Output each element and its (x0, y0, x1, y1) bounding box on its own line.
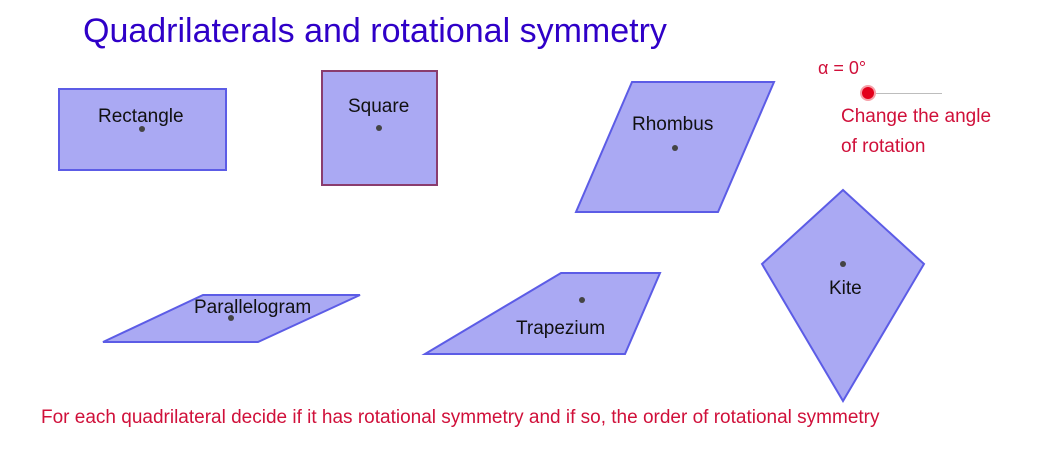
rotation-slider-handle[interactable] (862, 87, 874, 99)
rotation-angle-label: α = 0° (818, 58, 867, 78)
trapezium-center-point (579, 297, 585, 303)
rotation-instruction-line-2: of rotation (841, 136, 926, 157)
square-label: Square (348, 96, 410, 117)
square-center-point (376, 125, 382, 131)
trapezium-label: Trapezium (516, 318, 606, 339)
task-instruction: For each quadrilateral decide if it has … (41, 407, 880, 428)
rhombus-label: Rhombus (632, 114, 714, 135)
kite-label: Kite (829, 278, 862, 299)
parallelogram-label: Parallelogram (194, 297, 312, 318)
rotation-instruction: Change the angle of rotation (841, 102, 991, 162)
rectangle-center-point (139, 126, 145, 132)
page-title: Quadrilaterals and rotational symmetry (83, 12, 667, 50)
rectangle-label: Rectangle (98, 106, 184, 127)
parallelogram-center-point (228, 315, 234, 321)
rotation-slider-track[interactable] (868, 93, 942, 94)
kite-shape (760, 188, 926, 403)
rhombus-center-point (672, 145, 678, 151)
trapezium-shape (421, 272, 662, 355)
rotation-instruction-line-1: Change the angle (841, 106, 992, 127)
kite-center-point (840, 261, 846, 267)
